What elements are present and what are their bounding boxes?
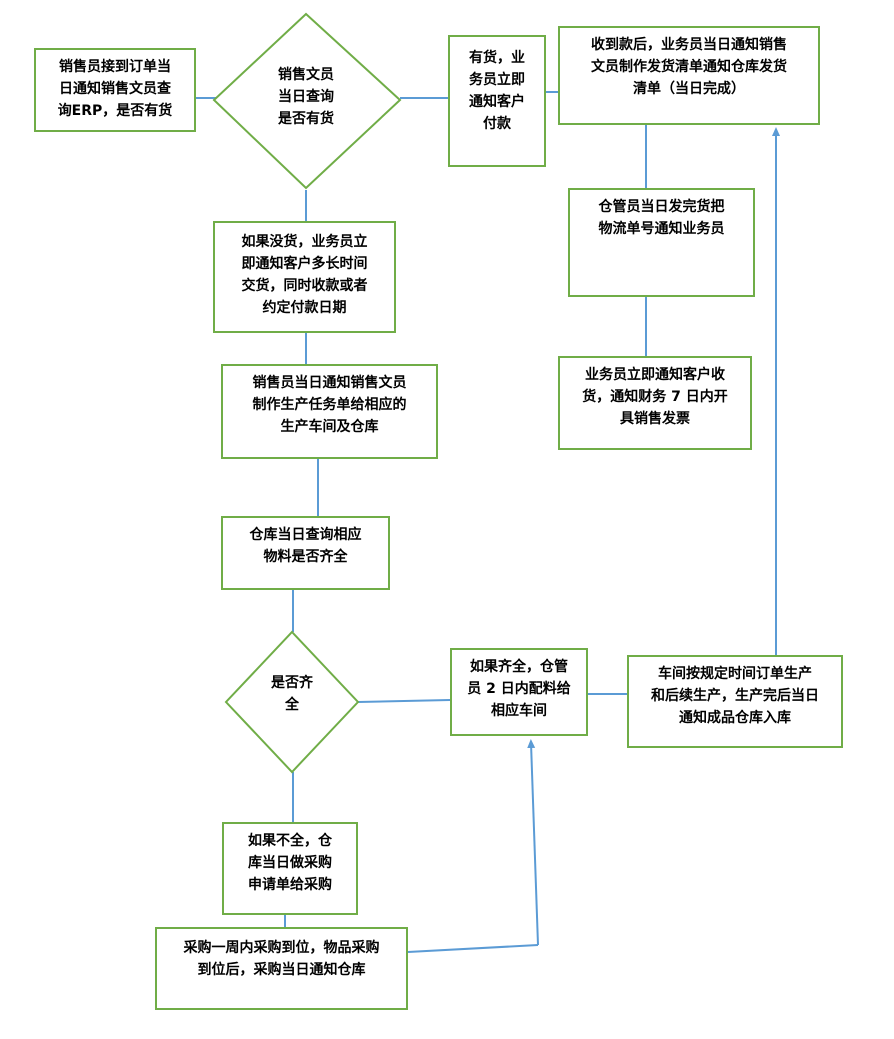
node-production-order: 销售员当日通知销售文员 制作生产任务单给相应的 生产车间及仓库 <box>221 364 438 459</box>
node-warehouse-shipped: 仓管员当日发完货把 物流单号通知业务员 <box>568 188 755 297</box>
node-workshop-production: 车间按规定时间订单生产 和后续生产，生产完后当日 通知成品仓库入库 <box>627 655 843 748</box>
node-out-of-stock: 如果没货，业务员立 即通知客户多长时间 交货，同时收款或者 约定付款日期 <box>213 221 396 333</box>
decision-diamond-materials-complete <box>224 630 360 774</box>
decision-in-stock-label: 销售文员 当日查询 是否有货 <box>278 67 334 127</box>
node-check-materials: 仓库当日查询相应 物料是否齐全 <box>221 516 390 590</box>
connector-complete-to-decision <box>357 699 451 703</box>
node-materials-complete: 如果齐全，仓管 员 2 日内配料给 相应车间 <box>450 648 588 736</box>
decision-diamond-in-stock <box>212 12 402 190</box>
connector-purchase-to-corner <box>407 944 539 953</box>
node-payment-received: 收到款后，业务员当日通知销售 文员制作发货清单通知仓库发货 清单（当日完成） <box>558 26 820 125</box>
decision-materials-complete-label: 是否齐 全 <box>271 675 313 713</box>
node-order-received: 销售员接到订单当 日通知销售文员查 询ERP，是否有货 <box>34 48 196 132</box>
node-in-stock-payment: 有货，业 务员立即 通知客户 付款 <box>448 35 546 167</box>
arrow-purchase-to-complete <box>527 739 539 946</box>
node-confirm-receipt: 业务员立即通知客户收 货，通知财务 7 日内开 具销售发票 <box>558 356 752 450</box>
node-materials-incomplete: 如果不全，仓 库当日做采购 申请单给采购 <box>222 822 358 915</box>
node-purchase: 采购一周内采购到位，物品采购 到位后，采购当日通知仓库 <box>155 927 408 1010</box>
